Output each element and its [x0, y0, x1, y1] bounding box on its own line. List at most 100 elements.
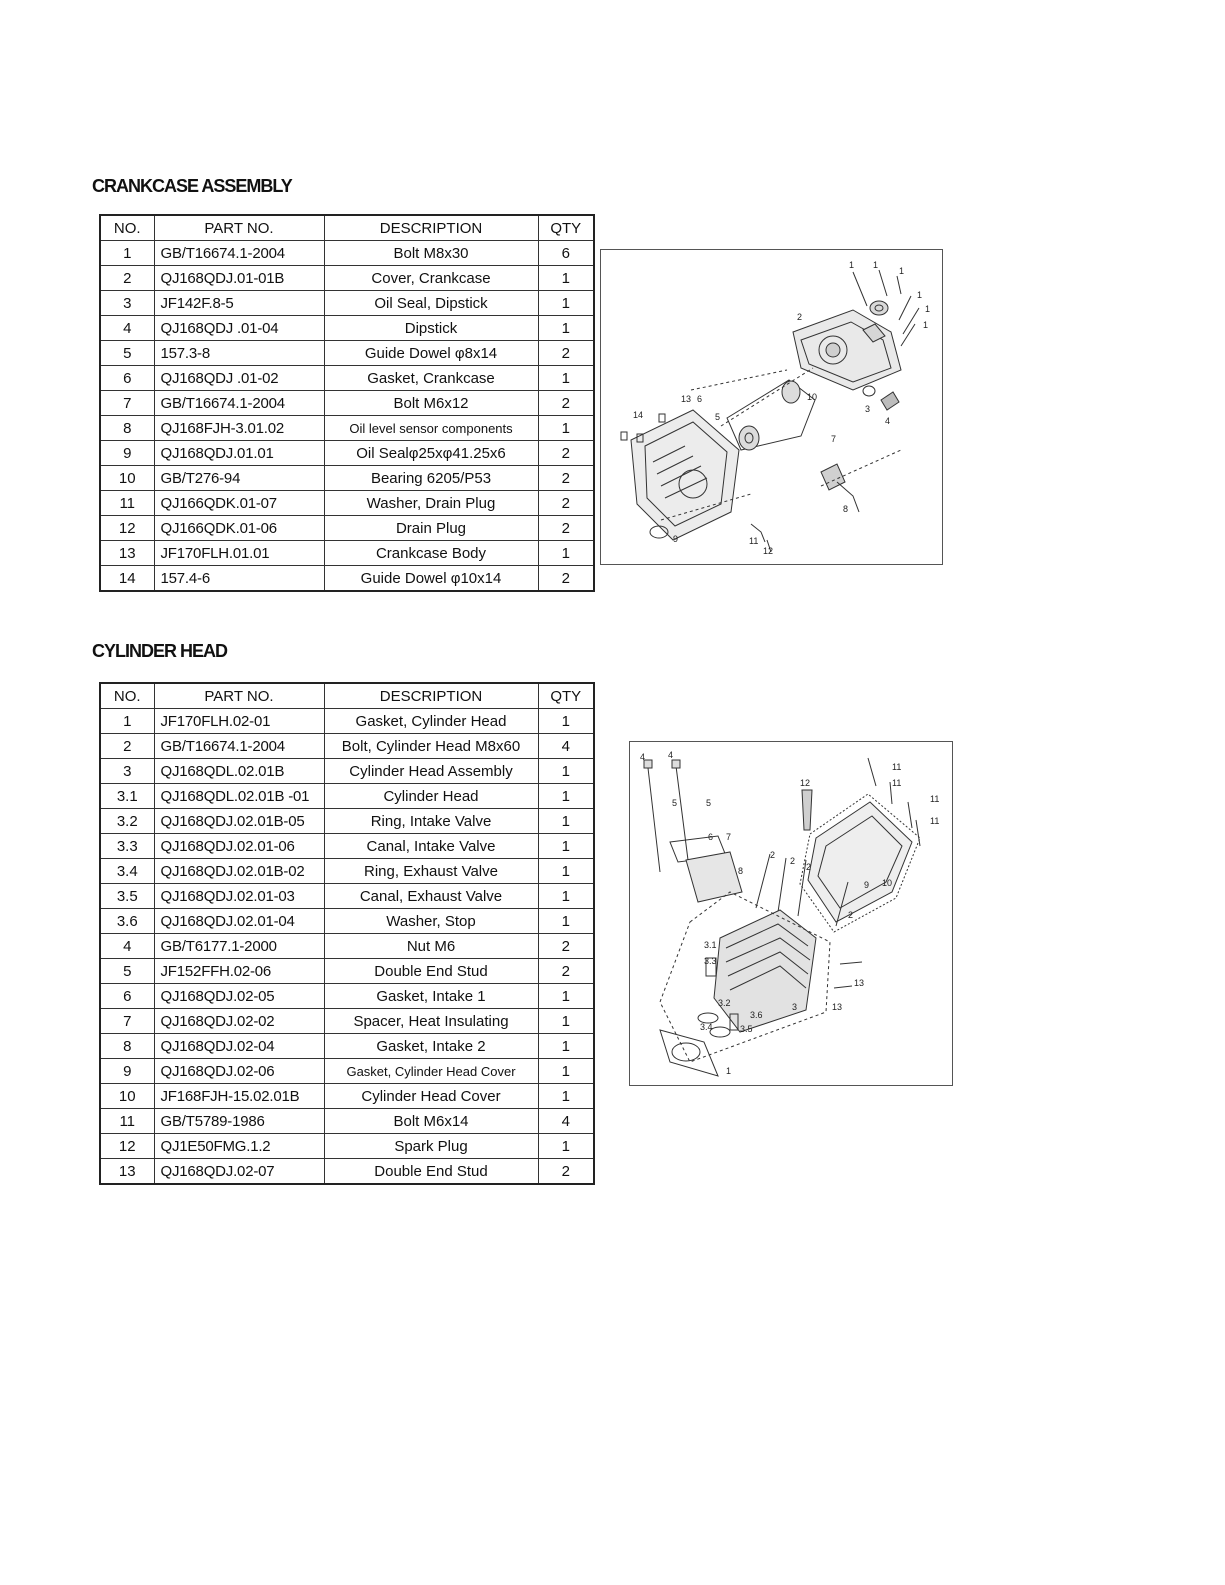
cell-description: Washer, Drain Plug	[323, 490, 539, 516]
callout-label: 3	[792, 1002, 797, 1012]
callout-label: 1	[899, 266, 904, 276]
cell-description: Cover, Crankcase	[323, 265, 539, 291]
cell-description: Canal, Intake Valve	[323, 833, 539, 859]
cell-part-no: QJ166QDK.01-06	[153, 515, 325, 541]
cell-description: Bolt M8x30	[323, 240, 539, 266]
cell-qty: 1	[537, 265, 595, 291]
callout-label: 4	[640, 752, 645, 762]
cell-no: 12	[99, 1133, 155, 1159]
header-qty: QTY	[537, 682, 595, 709]
cell-no: 11	[99, 490, 155, 516]
cell-part-no: QJ168QDJ.02-04	[153, 1033, 325, 1059]
cell-qty: 1	[537, 833, 595, 859]
cell-description: Washer, Stop	[323, 908, 539, 934]
cell-part-no: QJ168QDL.02.01B -01	[153, 783, 325, 809]
cell-description: Cylinder Head Assembly	[323, 758, 539, 784]
callout-label: 12	[800, 778, 810, 788]
header-description: DESCRIPTION	[323, 682, 539, 709]
callout-label: 14	[633, 410, 643, 420]
cell-description: Dipstick	[323, 315, 539, 341]
cell-part-no: GB/T6177.1-2000	[153, 933, 325, 959]
cell-part-no: 157.4-6	[153, 565, 325, 592]
cell-description: Drain Plug	[323, 515, 539, 541]
cell-no: 2	[99, 733, 155, 759]
callout-label: 3.5	[740, 1024, 753, 1034]
callout-label: 11	[749, 536, 758, 546]
callout-label: 3.2	[718, 998, 731, 1008]
table-header-row: NO. PART NO. DESCRIPTION QTY	[99, 214, 595, 241]
cell-qty: 1	[537, 783, 595, 809]
callout-label: 11	[892, 778, 901, 788]
cell-no: 9	[99, 440, 155, 466]
header-no: NO.	[99, 682, 155, 709]
cell-part-no: QJ168QDL.02.01B	[153, 758, 325, 784]
cell-qty: 2	[537, 958, 595, 984]
cell-qty: 2	[537, 515, 595, 541]
header-qty: QTY	[537, 214, 595, 241]
cell-no: 14	[99, 565, 155, 592]
cell-no: 7	[99, 1008, 155, 1034]
cell-qty: 1	[537, 290, 595, 316]
cell-no: 7	[99, 390, 155, 416]
header-description: DESCRIPTION	[323, 214, 539, 241]
callout-label: 7	[726, 832, 731, 842]
cell-no: 10	[99, 1083, 155, 1109]
callout-label: 2	[806, 862, 811, 872]
cell-qty: 2	[537, 490, 595, 516]
callout-label: 8	[738, 866, 743, 876]
cell-no: 12	[99, 515, 155, 541]
cell-no: 11	[99, 1108, 155, 1134]
cell-description: Oil level sensor components	[323, 415, 539, 441]
cell-description: Guide Dowel φ8x14	[323, 340, 539, 366]
cell-no: 6	[99, 983, 155, 1009]
cell-qty: 1	[537, 1033, 595, 1059]
cell-part-no: JF168FJH-15.02.01B	[153, 1083, 325, 1109]
callout-label: 5	[672, 798, 677, 808]
callout-label: 1	[849, 260, 854, 270]
cell-part-no: QJ168QDJ .01-04	[153, 315, 325, 341]
callout-label: 12	[763, 546, 773, 556]
callout-label: 2	[797, 312, 802, 322]
callout-label: 7	[831, 434, 836, 444]
cell-qty: 2	[537, 565, 595, 592]
callout-label: 1	[726, 1066, 731, 1076]
cell-description: Gasket, Cylinder Head	[323, 708, 539, 734]
callout-label: 1	[873, 260, 878, 270]
cell-description: Double End Stud	[323, 1158, 539, 1185]
cell-qty: 1	[537, 883, 595, 909]
cell-part-no: JF142F.8-5	[153, 290, 325, 316]
cylinder-head-section-title: CYLINDER HEAD	[92, 641, 228, 661]
cell-part-no: GB/T276-94	[153, 465, 325, 491]
cell-part-no: 157.3-8	[153, 340, 325, 366]
cell-qty: 1	[537, 858, 595, 884]
header-part-no: PART NO.	[153, 682, 325, 709]
callout-label: 10	[882, 878, 892, 888]
callout-label: 6	[697, 394, 702, 404]
cell-part-no: QJ168QDJ.02-07	[153, 1158, 325, 1185]
cell-qty: 2	[537, 465, 595, 491]
cell-no: 9	[99, 1058, 155, 1084]
callout-label: 11	[892, 762, 901, 772]
callout-label: 13	[681, 394, 691, 404]
callout-label: 3	[865, 404, 870, 414]
callout-label: 13	[832, 1002, 842, 1012]
cell-part-no: QJ1E50FMG.1.2	[153, 1133, 325, 1159]
cell-no: 3.2	[99, 808, 155, 834]
cell-part-no: QJ168QDJ .01-02	[153, 365, 325, 391]
cell-part-no: QJ168QDJ.02.01B-05	[153, 808, 325, 834]
cell-part-no: GB/T16674.1-2004	[153, 733, 325, 759]
callout-label: 3.6	[750, 1010, 763, 1020]
